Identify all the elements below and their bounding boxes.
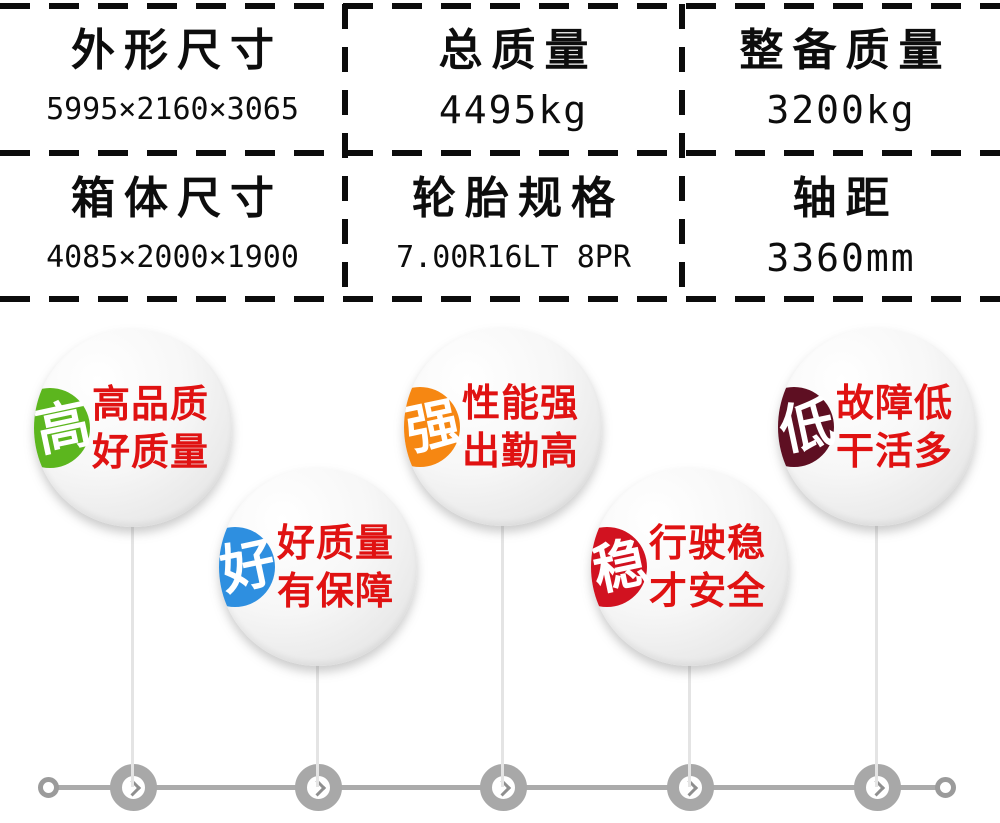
spec-label: 轮胎规格 — [412, 174, 624, 223]
table-divider-2 — [679, 4, 685, 301]
feature-text: 故障低 干活多 — [836, 380, 953, 476]
feature-circle-stable-driving: 稳 行驶稳 才安全 — [591, 468, 789, 666]
feature-line2: 好质量 — [92, 432, 210, 474]
feature-badge: 高 — [34, 388, 96, 468]
feature-text: 性能强 出勤高 — [462, 380, 579, 476]
timeline-endpoint-left — [38, 777, 59, 798]
feature-line2: 出勤高 — [462, 431, 580, 473]
feature-badge: 好 — [219, 527, 281, 607]
feature-circle-high-quality: 高 高品质 好质量 — [34, 329, 232, 527]
feature-circle-strong-performance: 强 性能强 出勤高 — [404, 328, 602, 526]
spec-cell-wheelbase: 轴距 3360mm — [682, 170, 1000, 280]
spec-value: 5995×2160×3065 — [46, 92, 299, 127]
timeline-endpoint-right — [935, 777, 956, 798]
feature-text: 高品质 好质量 — [92, 381, 209, 477]
spec-value: 4495kg — [438, 88, 589, 132]
feature-stem — [688, 567, 691, 787]
spec-value: 7.00R16LT 8PR — [396, 240, 631, 275]
spec-label: 外形尺寸 — [71, 26, 283, 75]
feature-line2: 才安全 — [649, 571, 767, 613]
feature-line1: 行驶稳 — [649, 523, 767, 565]
feature-line2: 有保障 — [277, 571, 395, 613]
feature-line1: 性能强 — [462, 383, 580, 425]
feature-stem — [875, 427, 878, 787]
feature-stem — [316, 567, 319, 787]
feature-badge-char: 高 — [34, 393, 96, 463]
feature-stem — [131, 428, 134, 787]
feature-text: 行驶稳 才安全 — [649, 520, 766, 616]
feature-line1: 高品质 — [92, 384, 210, 426]
spec-value: 3360mm — [766, 236, 916, 280]
feature-line2: 干活多 — [836, 431, 954, 473]
feature-circle-guaranteed-quality: 好 好质量 有保障 — [219, 468, 417, 666]
feature-badge: 强 — [404, 387, 466, 467]
feature-badge: 稳 — [591, 527, 653, 607]
spec-label: 总质量 — [438, 26, 598, 75]
feature-line1: 好质量 — [277, 523, 395, 565]
feature-badge-char: 好 — [219, 532, 281, 602]
spec-cell-curb-weight: 整备质量 3200kg — [682, 22, 1000, 132]
spec-label: 轴距 — [792, 174, 899, 223]
feature-circle-low-failure: 低 故障低 干活多 — [778, 328, 976, 526]
feature-badge-char: 低 — [778, 392, 840, 462]
feature-stem — [501, 427, 504, 787]
table-border-top — [0, 3, 1000, 9]
feature-badge-char: 稳 — [591, 532, 653, 602]
spec-label: 整备质量 — [739, 26, 952, 75]
spec-cell-box-dimensions: 箱体尺寸 4085×2000×1900 — [0, 170, 345, 280]
spec-cell-tire-spec: 轮胎规格 7.00R16LT 8PR — [345, 170, 682, 280]
feature-text: 好质量 有保障 — [277, 520, 394, 616]
spec-cell-exterior-dimensions: 外形尺寸 5995×2160×3065 — [0, 22, 345, 132]
spec-value: 4085×2000×1900 — [46, 240, 299, 275]
feature-badge: 低 — [778, 387, 840, 467]
spec-label: 箱体尺寸 — [71, 174, 283, 223]
table-divider-1 — [342, 4, 348, 301]
feature-line1: 故障低 — [836, 383, 954, 425]
spec-cell-gross-weight: 总质量 4495kg — [345, 22, 682, 132]
table-border-bottom — [0, 296, 1000, 302]
table-border-middle — [0, 150, 1000, 156]
spec-value: 3200kg — [766, 88, 916, 132]
feature-badge-char: 强 — [404, 392, 466, 462]
